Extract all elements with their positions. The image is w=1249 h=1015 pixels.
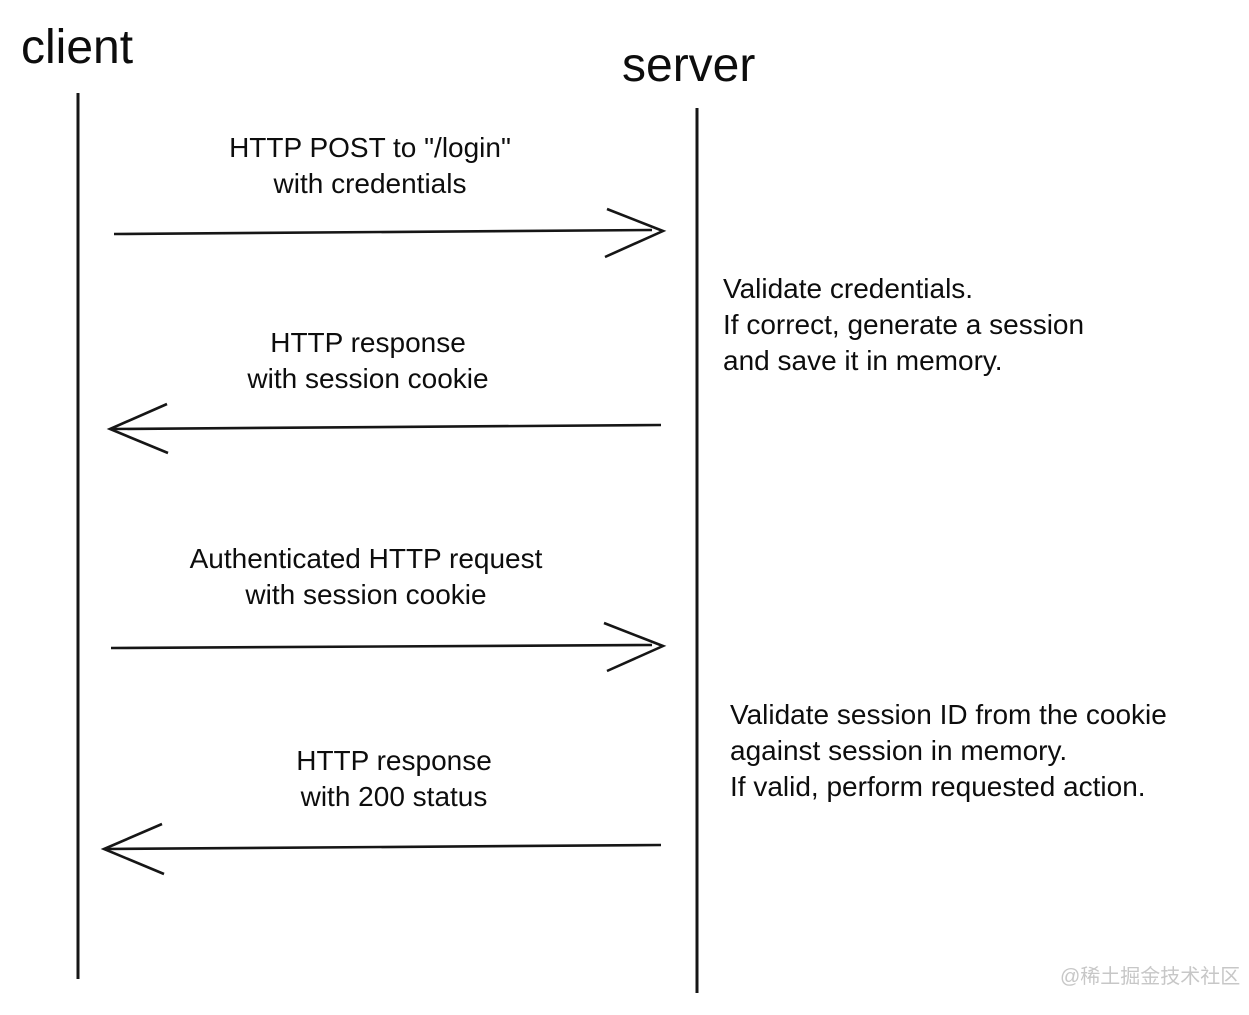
message-line: HTTP POST to "/login" (229, 132, 511, 163)
message-label-response-200: HTTP response with 200 status (154, 743, 634, 815)
arrow-response-session-cookie (106, 402, 662, 455)
actor-label-client: client (21, 21, 134, 74)
message-line: with 200 status (300, 781, 488, 812)
message-label-response-session-cookie: HTTP response with session cookie (128, 325, 608, 397)
note-line: and save it in memory. (723, 345, 1003, 376)
message-line: HTTP response (270, 327, 466, 358)
note-line: Validate credentials. (723, 273, 974, 304)
message-line: with session cookie (247, 363, 489, 394)
server-note-validate-session: Validate session ID from the cookie agai… (730, 697, 1167, 805)
message-line: Authenticated HTTP request (189, 543, 543, 574)
note-line: against session in memory. (730, 735, 1068, 766)
arrow-authenticated-request (110, 621, 667, 673)
arrow-response-200 (100, 822, 662, 876)
note-line: Validate session ID from the cookie (730, 699, 1167, 730)
message-label-authenticated-request: Authenticated HTTP request with session … (126, 541, 606, 613)
note-line: If valid, perform requested action. (730, 771, 1146, 802)
server-note-validate-credentials: Validate credentials. If correct, genera… (723, 271, 1084, 379)
message-label-post-login: HTTP POST to "/login" with credentials (130, 130, 610, 202)
message-line: with session cookie (245, 579, 487, 610)
watermark: @稀土掘金技术社区 (1060, 966, 1241, 988)
note-line: If correct, generate a session (723, 309, 1085, 340)
message-line: HTTP response (296, 745, 492, 776)
actor-label-server: server (622, 39, 756, 92)
arrow-post-login (113, 207, 667, 259)
message-line: with credentials (273, 168, 467, 199)
